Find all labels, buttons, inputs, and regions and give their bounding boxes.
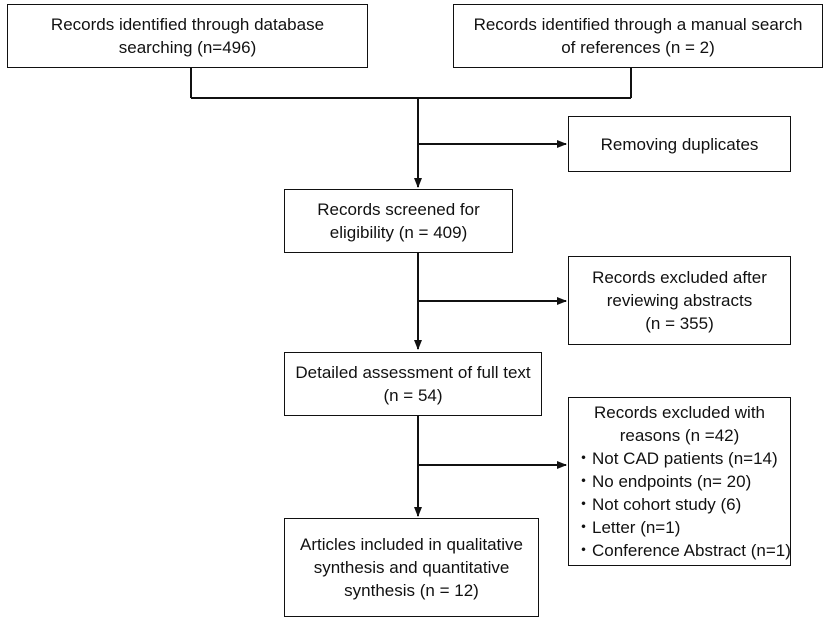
box-line: Records screened for [317, 200, 480, 219]
box-line: Removing duplicates [600, 134, 759, 154]
box-manual-search: Records identified through a manual sear… [453, 4, 823, 68]
box-line: Articles included in qualitative [299, 535, 523, 554]
box-line: (n = 54) [383, 386, 443, 405]
exclusion-reason: ・Not cohort study (6) [575, 495, 742, 514]
box-line: searching (n=496) [118, 38, 257, 57]
exclusion-reason: ・Not CAD patients (n=14) [575, 449, 778, 468]
box-line: reasons (n =42) [619, 426, 740, 445]
box-line: synthesis (n = 12) [344, 581, 479, 600]
box-line: of references (n = 2) [561, 38, 715, 57]
box-line: Records excluded with [593, 403, 766, 422]
exclusion-reason: ・Conference Abstract (n=1) [575, 541, 791, 560]
box-line: synthesis and quantitative [313, 558, 510, 577]
box-line: Records identified through database [50, 15, 325, 34]
exclusion-reason: ・No endpoints (n= 20) [575, 472, 752, 491]
box-full-text-assessment: Detailed assessment of full text (n = 54… [284, 352, 542, 416]
box-line: Detailed assessment of full text [295, 363, 531, 382]
box-articles-included: Articles included in qualitative synthes… [284, 518, 539, 617]
box-line: Records excluded after [592, 268, 767, 287]
box-line: Records identified through a manual sear… [473, 15, 803, 34]
box-database-search: Records identified through database sear… [7, 4, 368, 68]
exclusion-reason: ・Letter (n=1) [575, 518, 681, 537]
box-line: (n = 355) [645, 314, 714, 333]
box-excluded-with-reasons: Records excluded with reasons (n =42) ・N… [568, 397, 791, 566]
box-records-screened: Records screened for eligibility (n = 40… [284, 189, 513, 253]
box-removing-duplicates: Removing duplicates [568, 116, 791, 172]
box-line: reviewing abstracts [606, 291, 753, 310]
box-excluded-abstracts: Records excluded after reviewing abstrac… [568, 256, 791, 345]
box-line: eligibility (n = 409) [329, 223, 468, 242]
